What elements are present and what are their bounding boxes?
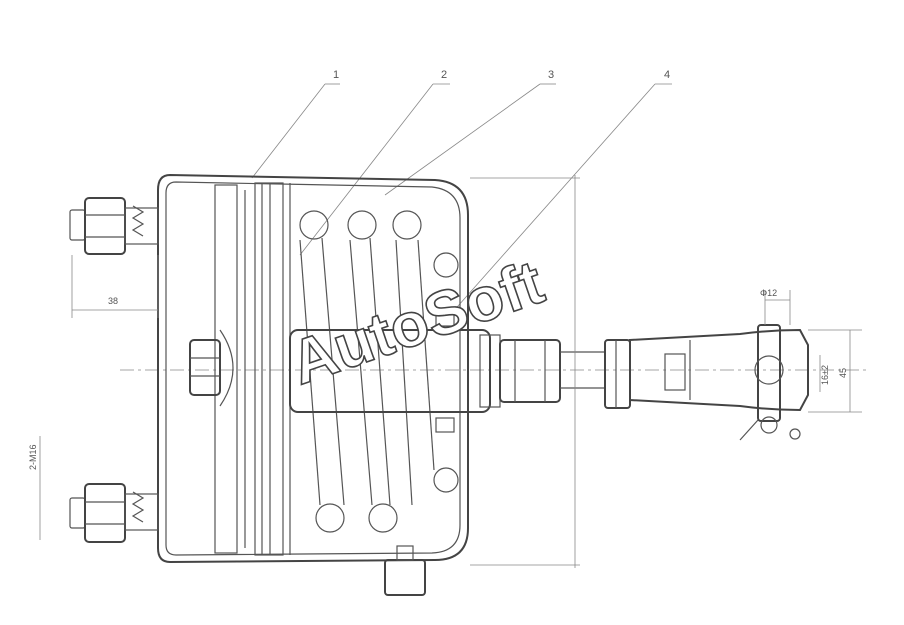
inlet-fitting-top (69, 197, 159, 255)
dim-pin-diameter: Φ12 (760, 288, 777, 298)
center-bolt (189, 329, 234, 407)
callout-1: 1 (333, 69, 339, 81)
clevis (629, 290, 809, 441)
dim-thread: 2-M16 (28, 444, 38, 470)
callout-2: 2 (441, 69, 447, 81)
dimension-lines (39, 175, 862, 568)
dim-clevis-height: 45 (838, 368, 848, 378)
dim-port-spacing: 38 (108, 296, 118, 306)
callout-4: 4 (664, 69, 670, 81)
push-rod (289, 309, 631, 433)
inlet-fitting-bottom (69, 483, 159, 543)
return-spring (299, 210, 459, 533)
watermark-logo: AutoSoft (282, 248, 552, 398)
drain-plug (384, 545, 426, 596)
callout-leaders (251, 83, 672, 316)
dim-clevis-width: 16±2 (820, 365, 830, 385)
callout-3: 3 (548, 69, 554, 81)
chamber-housing (157, 173, 469, 564)
